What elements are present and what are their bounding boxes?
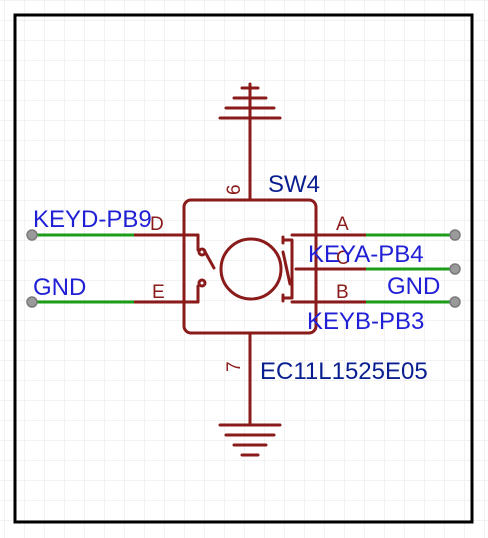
wire-end-dot <box>449 263 461 275</box>
pin-label-6: 6 <box>224 184 245 195</box>
pin-label-b: B <box>336 282 349 303</box>
component-body <box>182 198 318 335</box>
net-label-keya-pb4[interactable]: KEYA-PB4 <box>308 241 424 268</box>
encoder-sw4[interactable] <box>132 198 368 335</box>
push-switch-icon <box>196 233 216 304</box>
pin-label-e: E <box>152 282 165 303</box>
wire-end-dot <box>26 296 38 308</box>
net-label-keyb-pb3[interactable]: KEYB-PB3 <box>307 308 424 335</box>
net-label-gnd-left[interactable]: GND <box>33 274 86 301</box>
component-value[interactable]: EC11L1525E05 <box>260 358 428 385</box>
pin-label-a: A <box>336 214 349 235</box>
wire-end-dot <box>449 229 461 241</box>
wire-end-dot <box>449 296 461 308</box>
pin-label-7: 7 <box>224 361 245 372</box>
net-label-keyd-pb9[interactable]: KEYD-PB9 <box>33 206 152 233</box>
encoder-contacts-icon <box>281 235 294 303</box>
wire-end-dot <box>26 229 38 241</box>
ground-symbol-bottom[interactable] <box>218 331 282 457</box>
net-label-gnd-right[interactable]: GND <box>387 273 440 300</box>
pin-label-c: C <box>336 248 350 269</box>
component-designator[interactable]: SW4 <box>268 171 320 198</box>
sheet-frame <box>13 13 474 524</box>
pin-label-d: D <box>150 214 164 235</box>
ground-symbol-top[interactable] <box>218 82 282 202</box>
knob-icon <box>219 237 283 301</box>
